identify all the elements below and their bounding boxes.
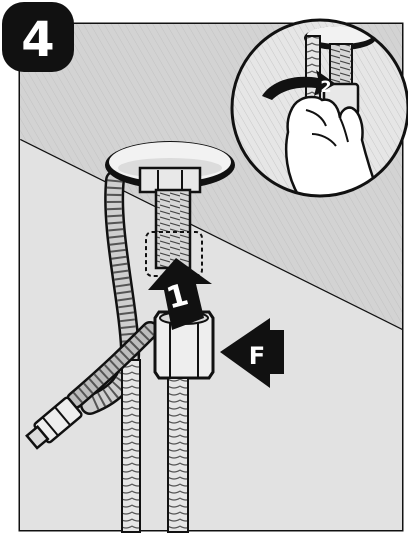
- faucet-shank: [145, 188, 203, 277]
- valve-hose: [66, 321, 159, 409]
- part-pointer-f: F: [220, 318, 284, 388]
- shutoff-fitting: [25, 396, 83, 450]
- pointer-left-arrow: [220, 318, 270, 388]
- faucet-supply-hose: [167, 377, 189, 533]
- arrow-2-label: 2: [320, 77, 331, 96]
- hand-illustration: [284, 95, 382, 196]
- step-number-badge: 4: [2, 2, 74, 72]
- magnified-detail: 2: [230, 18, 408, 198]
- magnified-detail-circle: [230, 18, 408, 198]
- coupling-nut-f: [153, 310, 215, 380]
- faucet-base: [105, 141, 235, 194]
- rotate-arrow: [262, 70, 336, 100]
- step-number: 4: [21, 12, 54, 68]
- supply-hose: [80, 170, 141, 533]
- pointer-label-f: F: [249, 342, 265, 370]
